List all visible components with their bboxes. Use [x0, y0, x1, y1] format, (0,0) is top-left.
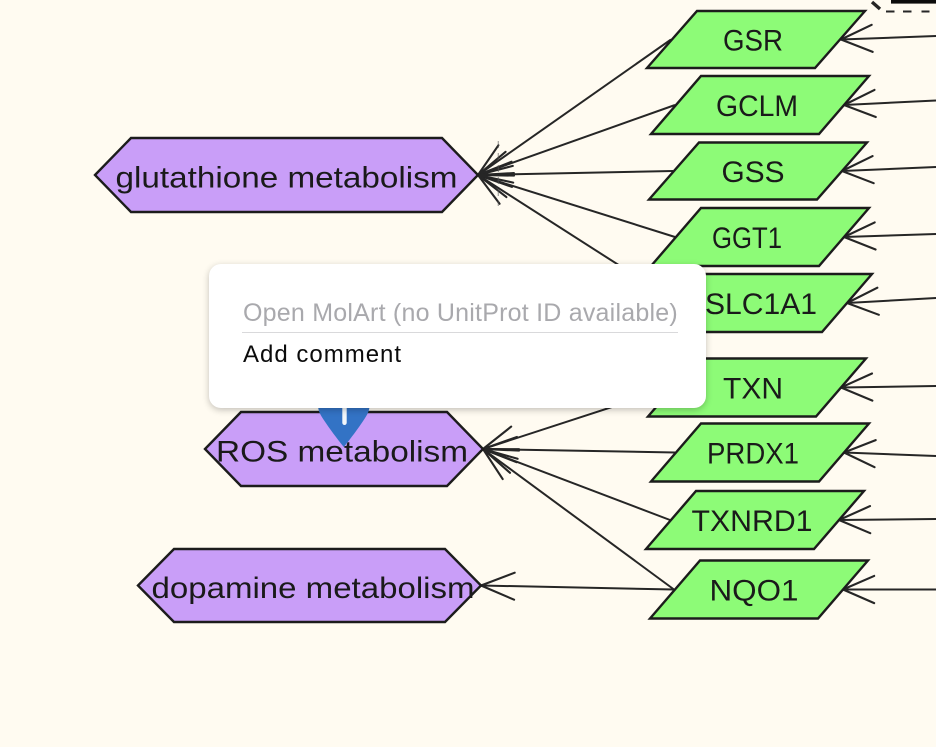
svg-text:SLC1A1: SLC1A1: [705, 288, 817, 321]
svg-text:TXNRD1: TXNRD1: [692, 505, 813, 538]
svg-text:GGT1: GGT1: [712, 222, 782, 255]
svg-text:dopamine metabolism: dopamine metabolism: [152, 572, 475, 605]
svg-text:NQO1: NQO1: [710, 575, 799, 608]
svg-text:GSR: GSR: [723, 25, 783, 58]
svg-text:PRDX1: PRDX1: [707, 438, 799, 471]
svg-text:TXN: TXN: [723, 373, 783, 406]
svg-text:GSS: GSS: [722, 156, 785, 189]
svg-text:glutathione metabolism: glutathione metabolism: [116, 162, 458, 195]
svg-text:GCLM: GCLM: [716, 90, 798, 123]
